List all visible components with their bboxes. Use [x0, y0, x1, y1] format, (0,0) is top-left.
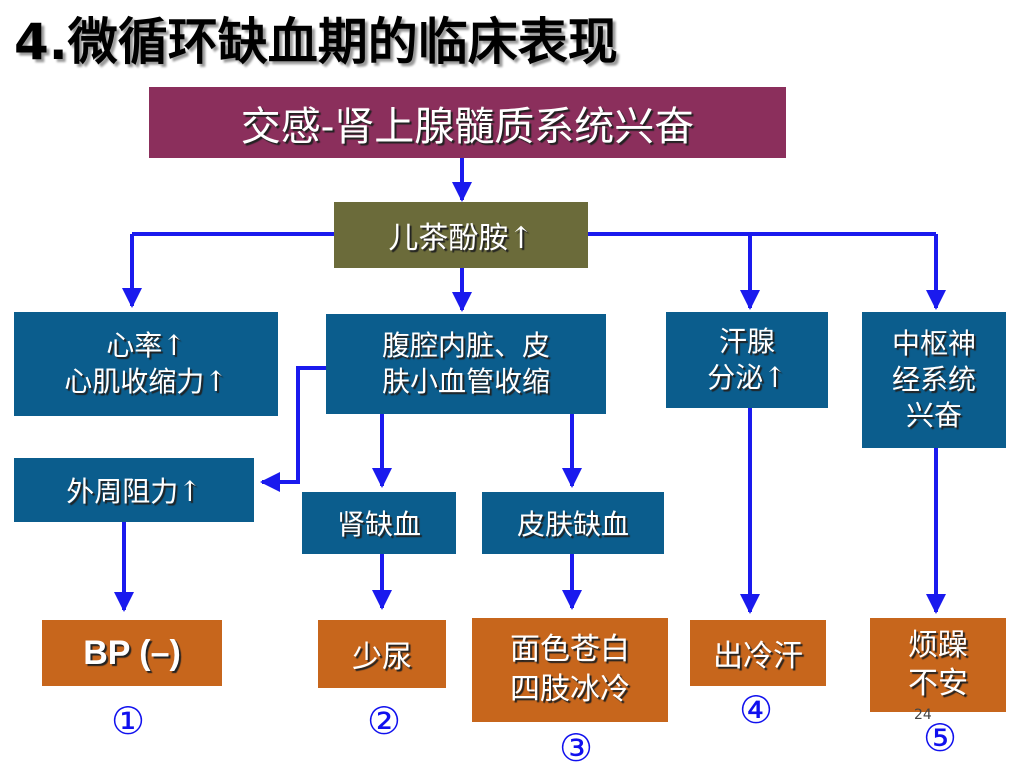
- peripheral-resistance-box: 外周阻力↑: [14, 458, 254, 522]
- pale-cold-box: 面色苍白 四肢冰冷: [472, 618, 668, 722]
- sweat-gland-box: 汗腺 分泌↑: [666, 312, 828, 408]
- page-title: 4.微循环缺血期的临床表现: [14, 13, 618, 71]
- number-3: ③: [558, 726, 594, 770]
- number-1: ①: [110, 699, 146, 743]
- kidney-ischemia-box: 肾缺血: [302, 492, 456, 554]
- skin-ischemia-box: 皮肤缺血: [482, 492, 664, 554]
- number-4: ④: [738, 688, 774, 732]
- heart-effect-box: 心率↑ 心肌收缩力↑: [14, 312, 278, 416]
- oliguria-box: 少尿: [318, 620, 446, 688]
- bp-outcome-box: BP (–): [42, 620, 222, 686]
- arrow-vessels-to-resistance: [260, 366, 326, 492]
- slide-number: 24: [914, 707, 932, 723]
- number-5: ⑤: [922, 716, 958, 760]
- cold-sweat-box: 出冷汗: [690, 620, 826, 686]
- cns-box: 中枢神 经系统 兴奋: [862, 312, 1006, 448]
- sympathetic-adrenal-box: 交感-肾上腺髓质系统兴奋: [149, 87, 786, 158]
- vessel-constriction-box: 腹腔内脏、皮 肤小血管收缩: [326, 314, 606, 414]
- restless-box: 烦躁 不安: [870, 618, 1006, 712]
- catecholamine-box: 儿茶酚胺↑: [334, 202, 588, 268]
- number-2: ②: [366, 699, 402, 743]
